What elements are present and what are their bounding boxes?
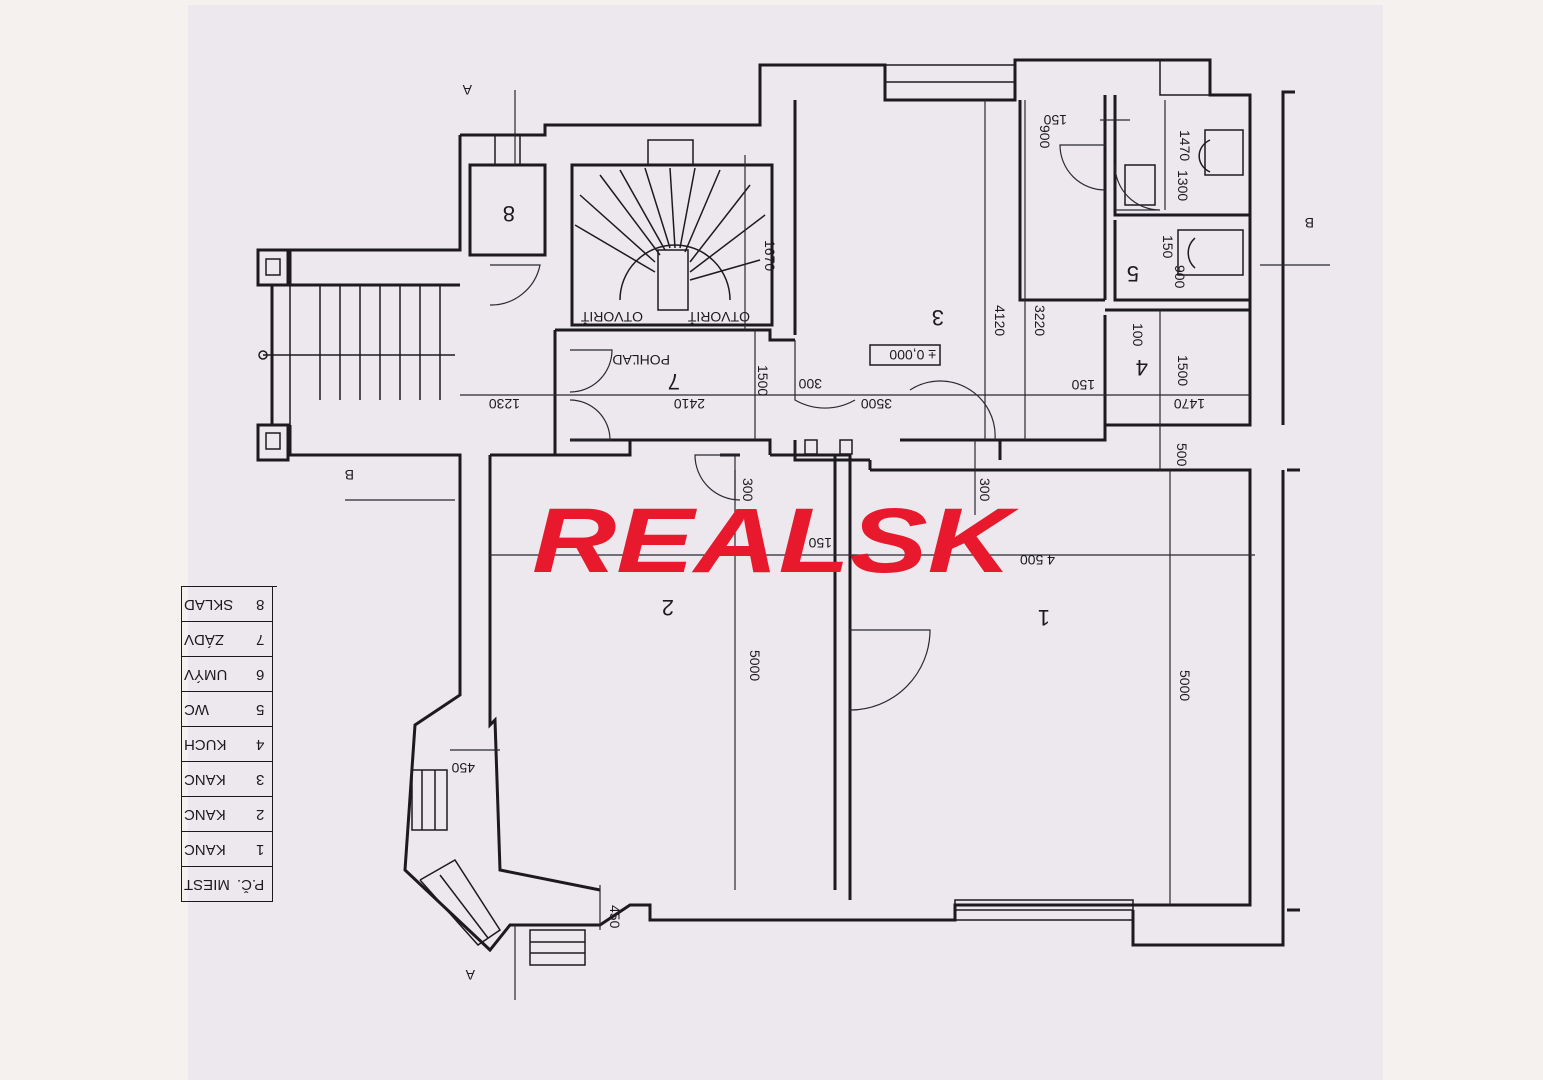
dim-150-wc: 150 bbox=[1160, 235, 1176, 259]
room-7-label: 7 bbox=[668, 369, 680, 394]
room-labels: 1 2 3 4 5 7 8 bbox=[503, 201, 1148, 630]
dim-150-top: 150 bbox=[1043, 112, 1067, 128]
legend-row-number: 1 bbox=[255, 841, 264, 858]
room-3-label: 3 bbox=[932, 305, 944, 330]
legend-row: ZÁDV 7 bbox=[181, 622, 273, 657]
dim-1230: 1230 bbox=[489, 396, 520, 412]
legend-row: KANC 1 bbox=[181, 832, 273, 867]
dim-3500: 3500 bbox=[861, 396, 892, 412]
dim-300-room2: 300 bbox=[740, 478, 756, 502]
room-5-label: 5 bbox=[1127, 261, 1139, 286]
room-8-label: 8 bbox=[503, 201, 515, 226]
dim-300-room1: 300 bbox=[977, 478, 993, 502]
otvorit-label-right: OTVORIŤ bbox=[687, 309, 750, 325]
dim-1470-top: 1470 bbox=[1177, 130, 1193, 161]
dim-900-wc: 900 bbox=[1172, 265, 1188, 289]
dim-900-top: 900 bbox=[1037, 125, 1053, 149]
pohlad-label: POHĽAD bbox=[612, 352, 670, 368]
legend-row-text: KANC bbox=[184, 841, 226, 858]
legend-row-number: 4 bbox=[255, 736, 264, 753]
legend-row: KANC 2 bbox=[181, 797, 273, 832]
dim-300-hall: 300 bbox=[798, 376, 822, 392]
room-4-label: 4 bbox=[1136, 355, 1148, 380]
outer-walls bbox=[288, 58, 1300, 953]
dim-1500-kitchen: 1500 bbox=[1175, 355, 1191, 386]
doors bbox=[489, 144, 1161, 711]
legend-row-number: 8 bbox=[255, 596, 264, 613]
room-1-label: 1 bbox=[1038, 605, 1050, 630]
legend-row-text: KANC bbox=[184, 806, 226, 823]
entry-stairs bbox=[256, 248, 455, 462]
dimension-lines bbox=[345, 90, 1330, 1000]
legend-row: WC 5 bbox=[181, 692, 273, 727]
dim-150-kitchen: 150 bbox=[1071, 377, 1095, 393]
legend-row-text: KUCH bbox=[184, 736, 227, 753]
legend-row-number: 7 bbox=[255, 631, 264, 648]
dimension-labels: 4 500 5000 5000 4120 3220 2410 1670 1500… bbox=[451, 112, 1205, 929]
interior-walls bbox=[490, 95, 1250, 900]
room-2-label: 2 bbox=[662, 595, 674, 620]
legend-row-text: SKLAD bbox=[184, 596, 234, 613]
legend-row: SKLAD 8 bbox=[181, 587, 273, 622]
legend-row-number: 3 bbox=[255, 771, 264, 788]
dim-1500-hall: 1500 bbox=[755, 365, 771, 396]
legend-row: KUCH 4 bbox=[181, 727, 273, 762]
dim-450-bottom: 450 bbox=[607, 905, 623, 929]
dim-3220: 3220 bbox=[1032, 305, 1048, 336]
section-b-left: B bbox=[345, 467, 354, 483]
dim-500: 500 bbox=[1174, 443, 1190, 467]
section-b-right: B bbox=[1305, 215, 1314, 231]
dim-1300: 1300 bbox=[1175, 170, 1191, 201]
dim-5000-left: 5000 bbox=[747, 650, 763, 681]
legend-row-text: ZÁDV bbox=[184, 631, 225, 648]
sanitary-fixtures bbox=[1124, 129, 1244, 276]
legend-row-number: P.Č. bbox=[236, 876, 264, 893]
legend-row-text: WC bbox=[184, 701, 209, 718]
otvorit-label-left: OTVORIŤ bbox=[580, 309, 643, 325]
legend-row-text: UMÝV bbox=[184, 666, 228, 683]
spiral-stair bbox=[570, 139, 774, 327]
dim-5000-right: 5000 bbox=[1177, 670, 1193, 701]
dim-2410: 2410 bbox=[674, 396, 705, 412]
logo-text: REALSK bbox=[532, 500, 1020, 582]
paper-sheet bbox=[188, 5, 1383, 1080]
windows bbox=[411, 59, 1211, 966]
legend-row-text: KANC bbox=[184, 771, 226, 788]
dim-4500: 4 500 bbox=[1020, 552, 1055, 568]
dim-4120: 4120 bbox=[992, 305, 1008, 336]
legend-row-text: MIEST bbox=[184, 876, 230, 893]
legend-row-number: 2 bbox=[255, 806, 264, 823]
legend-row-number: 6 bbox=[255, 666, 264, 683]
dim-100: 100 bbox=[1130, 323, 1146, 347]
legend-row-number: 5 bbox=[255, 701, 264, 718]
section-a-bottom: A bbox=[465, 967, 475, 983]
level-label: ± 0,000 bbox=[889, 347, 936, 363]
plan-annotations: OTVORIŤ OTVORIŤ POHĽAD ± 0,000 A A B B bbox=[345, 82, 1314, 983]
room-8-walls bbox=[468, 134, 547, 257]
dim-150-wall: 150 bbox=[808, 535, 832, 551]
section-a-top: A bbox=[462, 82, 472, 98]
dim-1470-bottom: 1470 bbox=[1174, 396, 1205, 412]
dim-1670: 1670 bbox=[762, 240, 778, 271]
legend-row: KANC 3 bbox=[181, 762, 273, 797]
legend-row: MIEST P.Č. bbox=[181, 867, 273, 902]
realsk-logo: REALSK bbox=[532, 500, 1020, 582]
dim-450-left: 450 bbox=[451, 760, 475, 776]
legend-row: UMÝV 6 bbox=[181, 657, 273, 692]
